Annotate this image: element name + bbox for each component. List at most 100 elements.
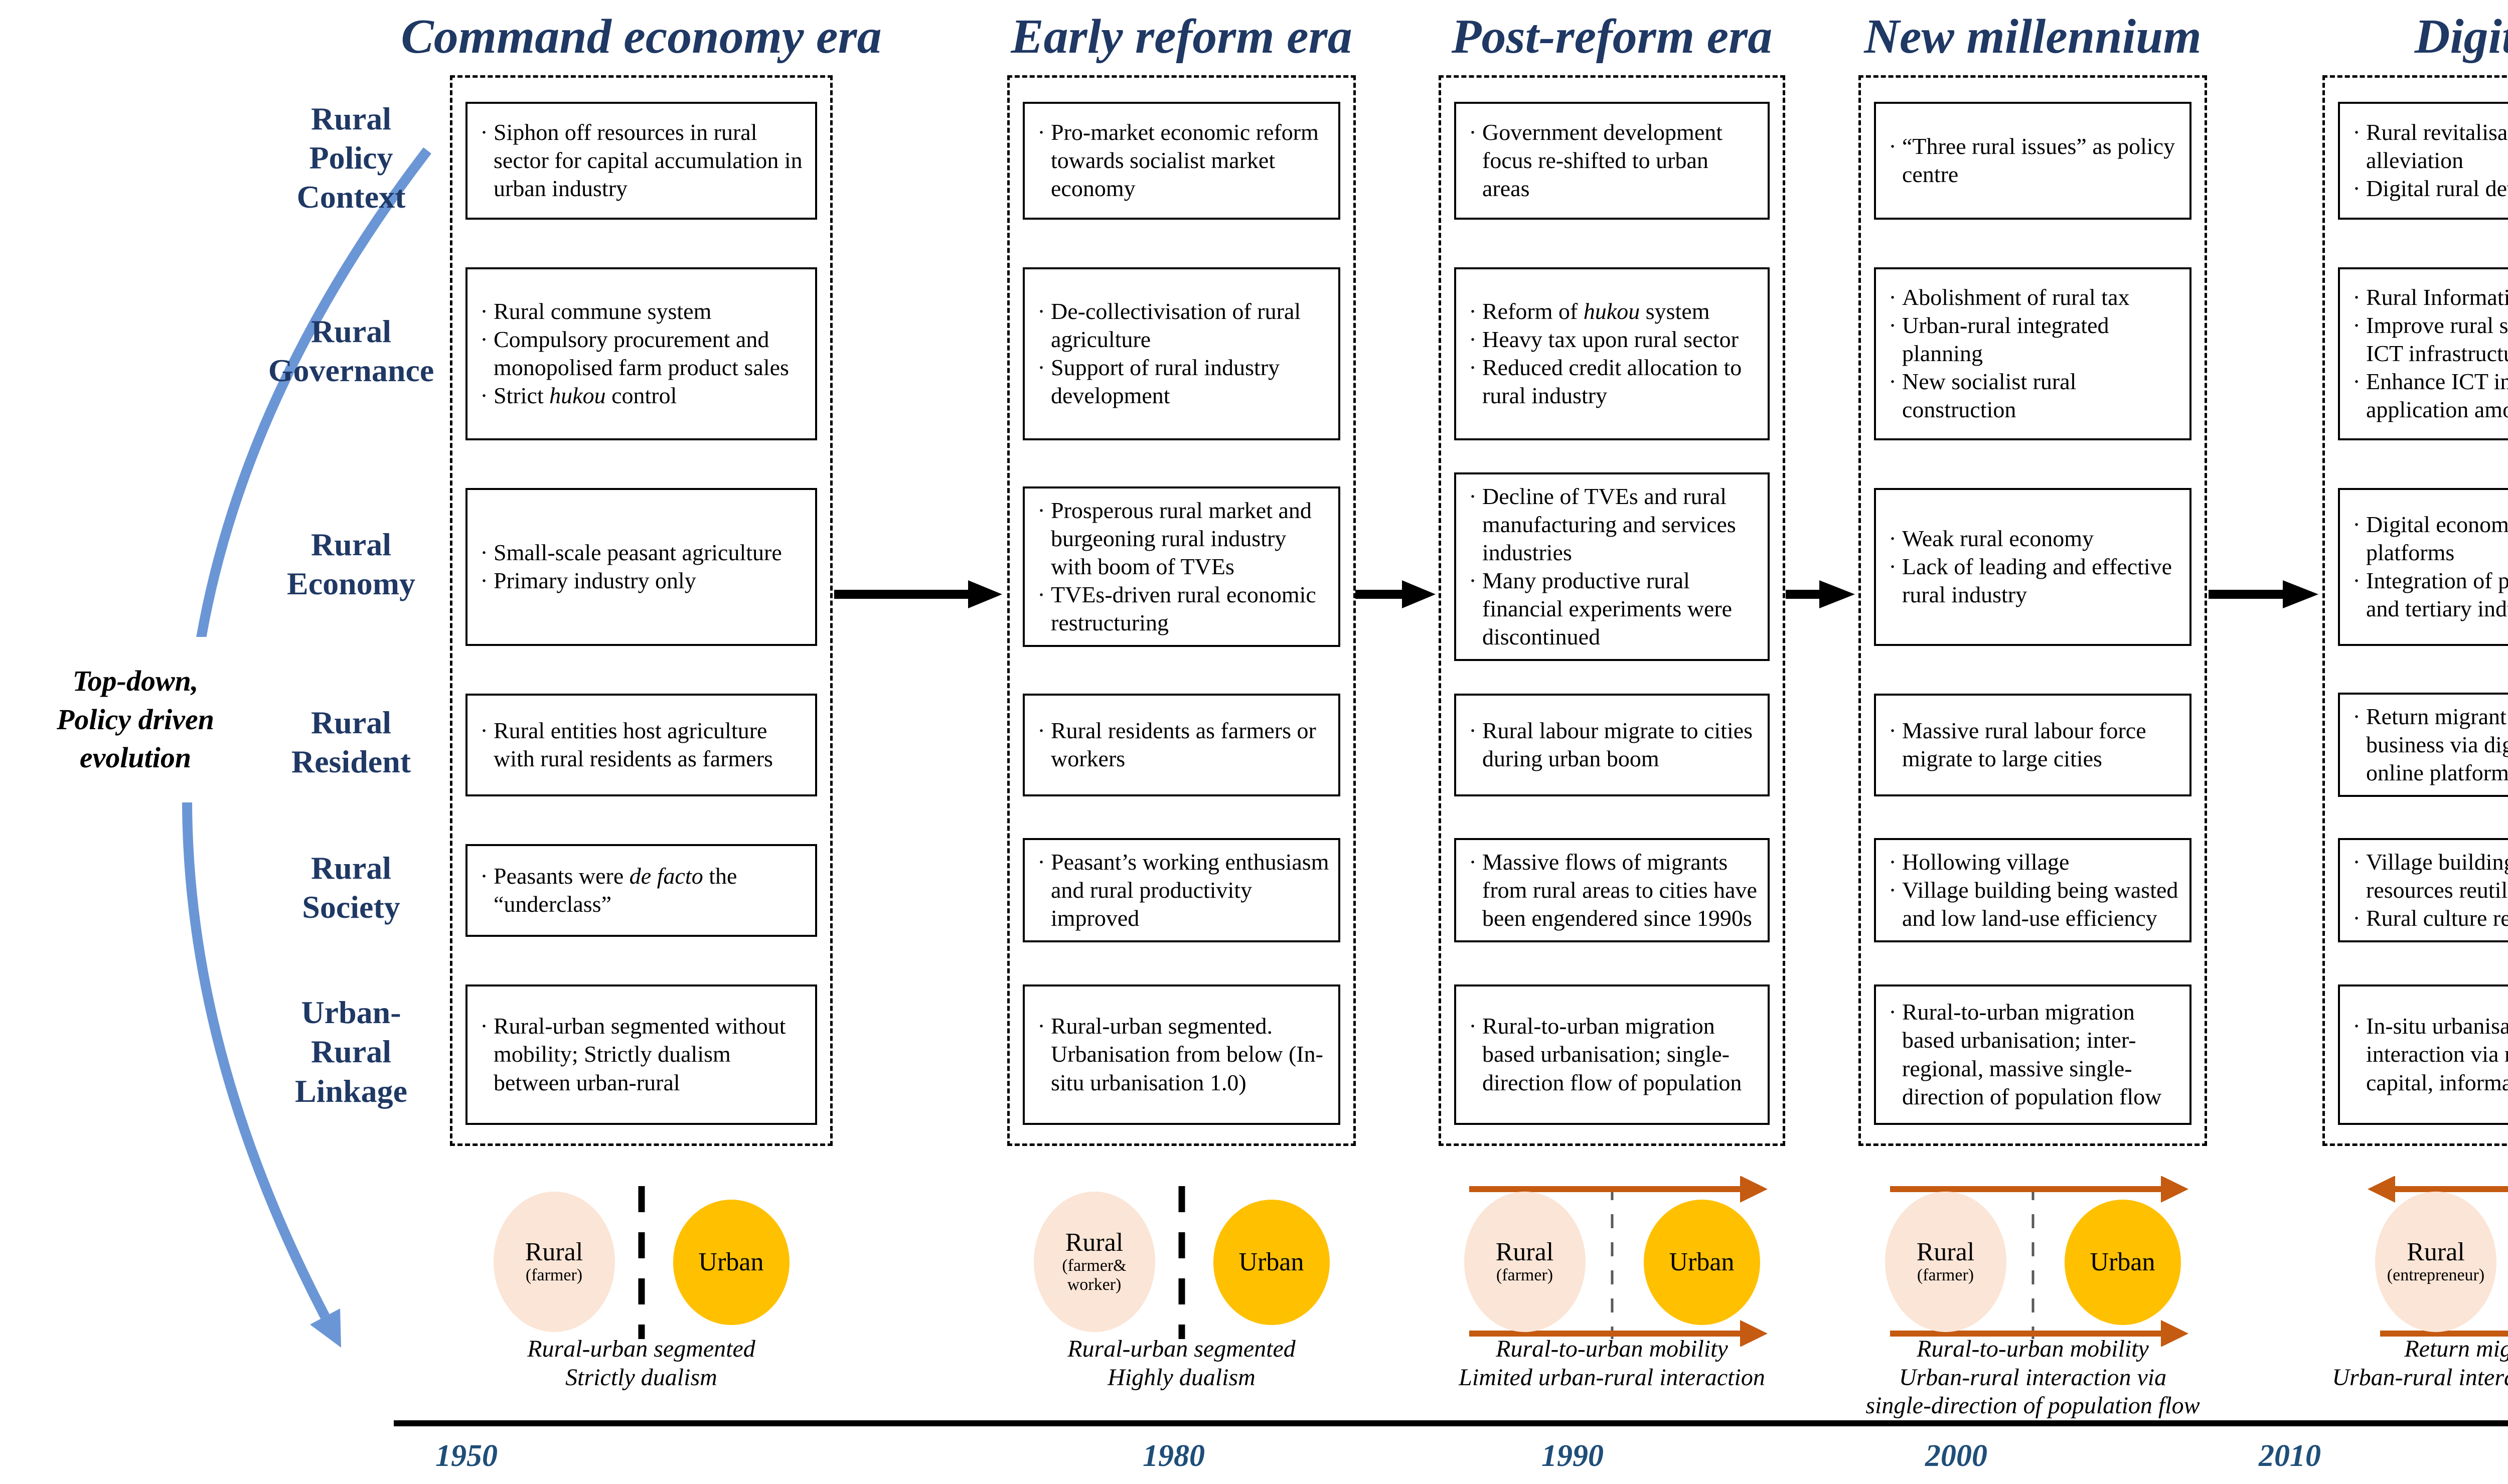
box-item: ·Compulsory procurement and monopolised … [475,325,808,382]
bullet-dot: · [1469,717,1477,743]
box-item-segment: system [1640,298,1710,324]
policy-box: ·Government development focus re-shifted… [1454,101,1770,220]
box-item-text: Government development focus re-shifted … [1482,118,1761,203]
bullet-dot: · [2353,119,2361,145]
box-item-text: Rural-to-urban migration based urbanisat… [1902,998,2182,1110]
left-evolution-label-line: Top-down, [72,665,199,698]
row-cell: ·Rural residents as farmers or workers [1010,670,1353,820]
box-item-segment: control [605,383,677,409]
box-item-segment: hukou [1583,298,1640,324]
box-item-text: Peasants were de facto the “underclass” [494,862,808,918]
row-cell: ·Digital economy based upon online platf… [2325,464,2508,670]
bullet-dot: · [2353,369,2361,395]
box-item-segment: Rural labour migrate to cities during ur… [1482,717,1753,771]
policy-box: ·Reform of hukou system·Heavy tax upon r… [1454,267,1770,440]
box-item: ·Weak rural economy [1883,525,2182,553]
rural-circle-sublabel: (farmer& [1062,1256,1127,1275]
box-item-text: Small-scale peasant agriculture [494,539,808,567]
box-item-text: Rural entities host agriculture with rur… [494,717,808,773]
bullet-dot: · [1037,717,1045,743]
box-item: ·Rural Informatisation [2347,283,2508,311]
box-item-text: Reduced credit allocation to rural indus… [1482,354,1761,410]
bullet-dot: · [1037,497,1045,523]
box-item: ·Return migrant workers to start up busi… [2347,703,2508,787]
rural-urban-unit: Rural(farmer&worker)Urban [1033,1185,1330,1339]
bullet-dot: · [1469,298,1477,324]
box-item-text: Rural Informatisation [2366,283,2508,311]
row-label-line: Rural [311,704,391,740]
box-item-segment: the “underclass” [494,863,737,917]
left-evolution-label-line: evolution [79,741,192,774]
box-item-segment: Lack of leading and effective rural indu… [1902,553,2172,608]
row-label-line: Context [296,179,406,215]
row-label-line: Rural [311,850,391,886]
row-cell: ·Small-scale peasant agriculture·Primary… [452,464,830,670]
row-cell: ·Peasant’s working enthusiasm and rural … [1010,820,1353,960]
policy-box: ·Pro-market economic reform towards soci… [1023,101,1340,220]
box-item: ·Pro-market economic reform towards soci… [1032,118,1331,203]
box-item: ·New socialist rural construction [1883,368,2182,424]
caption-line: Rural-to-urban mobility [1917,1336,2149,1362]
row-cell: ·Reform of hukou system·Heavy tax upon r… [1441,243,1783,464]
box-item: ·Rural-to-urban migration based urbanisa… [1883,998,2182,1110]
bullet-dot: · [1469,568,1477,593]
box-item-segment: Government development focus re-shifted … [1482,119,1723,202]
policy-box: ·Abolishment of rural tax·Urban-rural in… [1874,267,2191,440]
box-item: ·Heavy tax upon rural sector [1463,325,1761,354]
row-cell: ·Rural entities host agriculture with ru… [452,670,830,820]
caption-line: Strictly dualism [565,1364,717,1391]
bullet-dot: · [480,1013,488,1039]
box-item-segment: hukou [549,383,606,409]
bullet-dot: · [480,568,488,593]
box-item-segment: Rural-urban segmented. Urbanisation from… [1051,1013,1323,1095]
bullet-dot: · [2353,511,2361,537]
bullet-dot: · [2353,312,2361,338]
box-item-text: De-collectivisation of rural agriculture [1051,297,1331,354]
box-item-text: Abolishment of rural tax [1902,283,2182,311]
bullet-dot: · [1037,582,1045,608]
caption-line: Urban-rural interaction via multi-flows [2332,1364,2508,1391]
box-item-segment: Return migrant workers to start up busin… [2366,703,2508,786]
caption-line: single-direction of population flow [1865,1392,2200,1419]
box-item-text: Rural commune system [494,297,808,325]
migration-arrowhead-right [2160,1176,2188,1203]
bullet-dot: · [1889,553,1897,579]
era-title: Post-reform era [1451,9,1773,64]
bullet-dot: · [1469,119,1477,145]
box-item-text: Pro-market economic reform towards socia… [1051,118,1331,203]
urban-circle: Urban [1643,1200,1760,1325]
rural-urban-unit: Rural(entrepreneur)Urban [2368,1176,2508,1338]
box-item-text: Reform of hukou system [1482,297,1761,325]
box-item: ·Rural culture reinvigorated [2347,904,2508,932]
box-item-text: Compulsory procurement and monopolised f… [494,325,808,382]
box-item: ·Strict hukou control [475,382,808,410]
box-item-segment: De-collectivisation of rural agriculture [1051,298,1301,352]
policy-box: ·Prosperous rural market and burgeoning … [1023,486,1340,647]
row-cell: ·Rural-urban segmented. Urbanisation fro… [1010,960,1353,1148]
era-column-2: · Pro-market economic reform towards soci… [1007,75,1356,1146]
rural-circle-label: Rural [2407,1237,2465,1266]
box-item-text: Lack of leading and effective rural indu… [1902,553,2182,609]
box-item-text: Rural-to-urban migration based urbanisat… [1482,1012,1761,1096]
policy-box: ·Rural residents as farmers or workers [1023,693,1340,796]
box-item-text: Enhance ICT infrastructures application … [2366,368,2508,424]
policy-box: ·Digital economy based upon online platf… [2338,487,2508,646]
box-item: ·Prosperous rural market and burgeoning … [1032,497,1331,581]
box-item-text: Many productive rural financial experime… [1482,567,1761,651]
policy-box: ·Hollowing village·Village building bein… [1874,838,2191,943]
box-item-segment: Rural-urban segmented without mobility; … [494,1013,786,1095]
policy-box: ·Rural-to-urban migration based urbanisa… [1454,984,1770,1125]
row-label-line: Rural [311,526,391,562]
box-item-text: TVEs-driven rural economic restructuring [1051,581,1331,637]
bullet-dot: · [2353,176,2361,202]
bullet-dot: · [1469,326,1477,352]
box-item-segment: Rural-to-urban migration based urbanisat… [1482,1013,1742,1095]
box-item-text: “Three rural issues” as policy centre [1902,132,2182,189]
box-item-segment: Rural Informatisation [2366,284,2508,310]
era-transition-arrows [834,580,2318,608]
box-item-text: Rural-urban segmented without mobility; … [494,1012,808,1096]
